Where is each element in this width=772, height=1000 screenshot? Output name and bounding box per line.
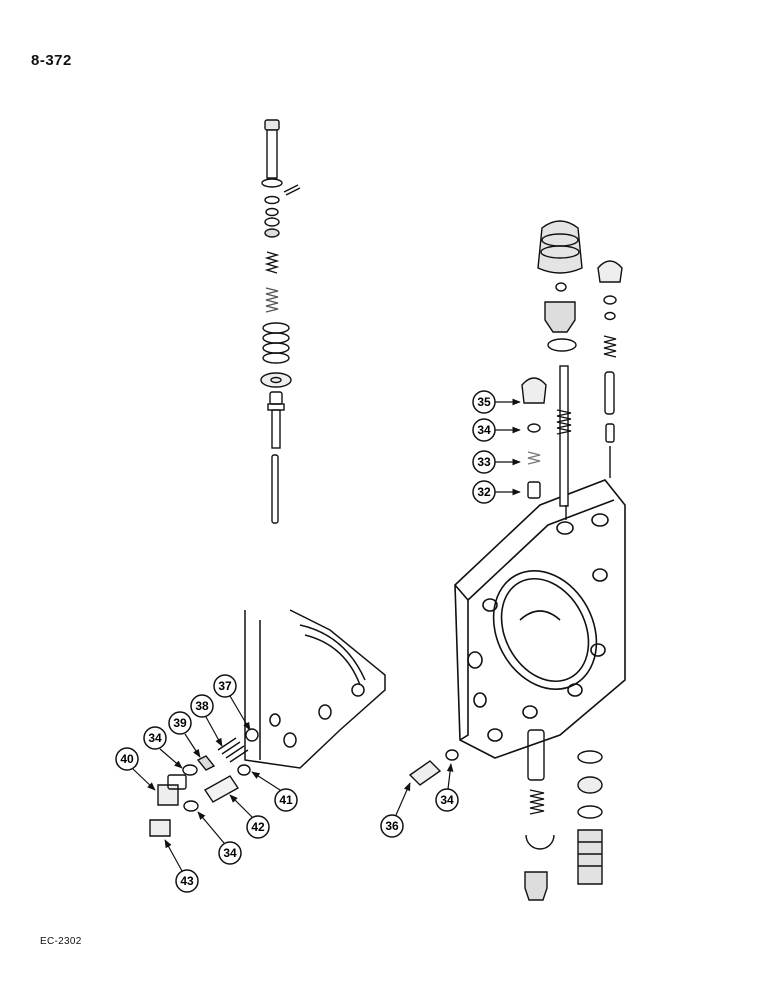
figure-code: EC-2302 [40,936,82,947]
valve-body-housing [454,479,626,759]
svg-text:34: 34 [477,423,491,437]
svg-text:37: 37 [218,679,232,693]
callout-41: 41 [251,771,298,812]
callout-38: 38 [190,694,223,747]
housing-fragment [244,609,386,769]
svg-text:43: 43 [180,874,194,888]
svg-text:36: 36 [385,819,399,833]
callout-43: 43 [164,839,199,893]
svg-text:39: 39 [173,716,187,730]
page-number: 8-372 [31,52,72,69]
svg-text:40: 40 [120,752,134,766]
callout-37: 37 [213,674,251,731]
callout-35: 35 [472,390,521,414]
left-valve-stack [260,119,301,524]
callout-42: 42 [229,794,270,839]
svg-text:35: 35 [477,395,491,409]
svg-text:34: 34 [440,793,454,807]
lower-right-components [408,729,603,901]
svg-text:33: 33 [477,455,491,469]
svg-text:42: 42 [251,820,265,834]
svg-text:34: 34 [148,731,162,745]
callout-34-right: 34 [435,763,459,812]
callout-32: 32 [472,480,521,504]
svg-text:34: 34 [223,846,237,860]
callout-33: 33 [472,450,521,474]
callout-34-top: 34 [472,418,521,442]
svg-text:32: 32 [477,485,491,499]
lower-left-fittings [149,728,259,837]
callout-39: 39 [168,711,201,758]
svg-text:41: 41 [279,793,293,807]
callout-34-left: 34 [143,726,183,769]
svg-text:38: 38 [195,699,209,713]
upper-right-components [521,220,623,520]
callout-34-bottom: 34 [197,811,242,865]
callout-40: 40 [115,747,156,791]
callout-36: 36 [380,782,411,838]
